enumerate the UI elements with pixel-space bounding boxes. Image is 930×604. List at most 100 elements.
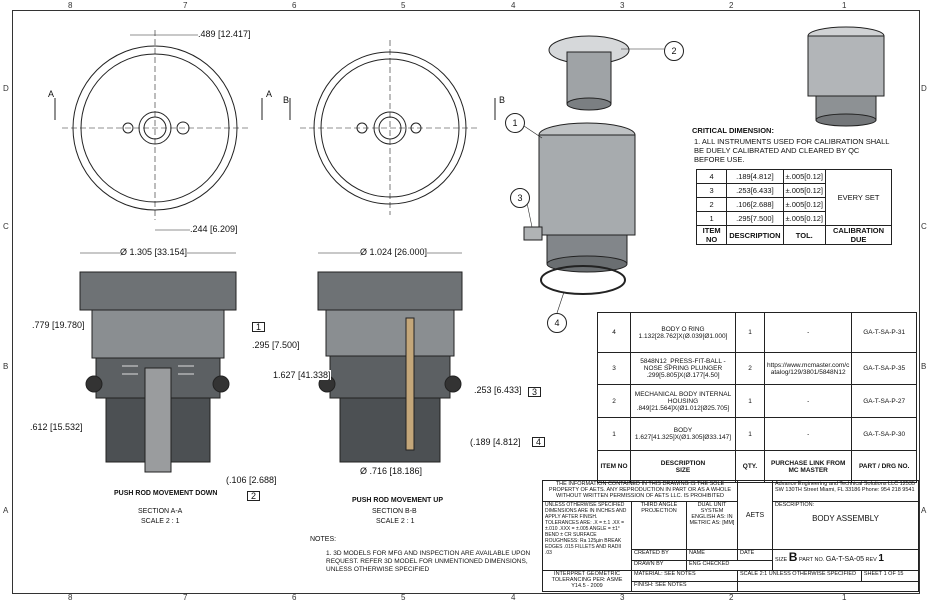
notes-title: NOTES:	[310, 536, 337, 543]
dim-dia-1024: Ø 1.024 [26.000]	[360, 247, 428, 257]
dim-dia-716: Ø .716 [18.186]	[360, 466, 423, 476]
critical-flag-4: 4	[532, 437, 546, 447]
bom-size-text: .299[5.805]X(Ø.177[4.50]	[646, 372, 720, 379]
bom-part: GA-T-SA-P-35	[851, 352, 917, 385]
calibration-table: 4 .189[4.812] ±.005[0.12] EVERY SET 3 .2…	[695, 169, 892, 245]
calib-desc: .295[7.500]	[726, 211, 784, 226]
tb-proprietary: THE INFORMATION CONTAINED IN THIS DRAWIN…	[542, 480, 738, 502]
critical-note: 1. ALL INSTRUMENTS USED FOR CALIBRATION …	[694, 137, 890, 164]
tb-date: DATE	[737, 549, 773, 561]
tb-created: CREATED BY	[631, 549, 687, 561]
tb-rev: 1	[878, 553, 884, 565]
tb-unit-label: DUAL UNIT SYSTEM	[697, 501, 727, 514]
tb-scale-note: UNLESS OTHERWISE SPECIFIED	[768, 571, 857, 578]
dim-253: .253 [6.433]	[474, 385, 522, 395]
bom-head-size-text: SIZE	[675, 466, 691, 474]
tb-row: THE INFORMATION CONTAINED IN THIS DRAWIN…	[542, 479, 919, 551]
title-block: THE INFORMATION CONTAINED IN THIS DRAWIN…	[542, 479, 920, 592]
tb-scale: SCALE 2:1 UNLESS OTHERWISE SPECIFIED	[737, 570, 862, 582]
bom-qty: 1	[735, 417, 765, 451]
zone-top-4: 4	[511, 1, 516, 10]
section-a-marker-left: A	[48, 89, 55, 99]
bom-desc: 5848N12_PRESS-FIT-BALL - NOSE SPRING PLU…	[630, 352, 736, 385]
section-a-caption: PUSH ROD MOVEMENT DOWN	[114, 490, 218, 497]
calib-desc: .253[6.433]	[726, 183, 784, 198]
tb-rev-label: REV	[865, 557, 877, 564]
tb-part: SIZE B PART NO. GA-T-SA-05 REV 1	[772, 549, 919, 572]
bom-item: 2	[597, 384, 631, 418]
bom-head-part: PART / DRG NO.	[851, 450, 917, 483]
dim-779: .779 [19.780]	[32, 320, 85, 330]
tb-blank	[737, 580, 919, 592]
tb-checked: ENG CHECKED	[686, 559, 773, 572]
dim-1627: 1.627 [41.338]	[273, 370, 331, 380]
bom-desc-text: 5848N12_PRESS-FIT-BALL - NOSE SPRING PLU…	[640, 358, 726, 372]
calib-no: 2	[695, 197, 728, 212]
balloon-2: 2	[664, 41, 684, 61]
section-b-caption: PUSH ROD MOVEMENT UP	[352, 497, 444, 504]
zone-right-b: B	[921, 362, 927, 371]
zone-top-5: 5	[401, 1, 406, 10]
zone-top-1: 1	[842, 1, 847, 10]
bom-desc-text: BODY	[673, 427, 693, 434]
tb-projection: THIRD ANGLE PROJECTION	[631, 500, 687, 551]
balloon-3: 3	[510, 188, 530, 208]
calib-tol: ±.005[0.12]	[782, 183, 827, 198]
bom-item: 3	[597, 352, 631, 385]
bom-head-link: PURCHASE LINK FROM MC MASTER	[763, 450, 853, 483]
calib-no: 4	[695, 169, 728, 184]
bom-part: GA-T-SA-P-27	[851, 384, 917, 418]
bom-link: -	[763, 384, 853, 418]
tb-sheet: SHEET 1 OF 15	[860, 570, 920, 582]
bom-desc: MECHANICAL BODY INTERNAL HOUSING.849[21.…	[630, 384, 736, 418]
bom-link: -	[763, 417, 853, 451]
drawing-frame	[12, 10, 920, 594]
bom-size-text: 1.627[41.325]X(Ø1.305[Ø33.147]	[634, 434, 732, 441]
section-b-marker-left: B	[283, 95, 290, 105]
section-a-title: SECTION A-A	[138, 508, 183, 515]
tb-row: INTERPRET GEOMETRIC TOLERANCING PER: ASM…	[542, 570, 920, 592]
dim-612: .612 [15.532]	[30, 422, 83, 432]
dim-106: (.106 [2.688]	[226, 475, 277, 485]
section-a-scale: SCALE 2 : 1	[141, 518, 180, 525]
dim-dia-1305: Ø 1.305 [33.154]	[120, 247, 188, 257]
zone-bottom-6: 6	[292, 593, 297, 602]
critical-title: CRITICAL DIMENSION:	[692, 126, 774, 135]
zone-bottom-3: 3	[620, 593, 625, 602]
zone-top-8: 8	[68, 1, 73, 10]
calib-tol: ±.005[0.12]	[782, 211, 827, 226]
critical-flag-1: 1	[252, 322, 266, 332]
bom-head-desc-text: DESCRIPTION	[660, 459, 706, 467]
zone-right-c: C	[921, 222, 927, 231]
tb-desc-value: BODY ASSEMBLY	[812, 513, 879, 523]
zone-left-d: D	[3, 84, 9, 93]
dim-189: (.189 [4.812]	[470, 437, 521, 447]
calib-header: ITEM NO DESCRIPTION TOL. CALIBRATION DUE	[695, 225, 892, 245]
calib-row: 4 .189[4.812] ±.005[0.12] EVERY SET	[695, 169, 892, 226]
dim-295: .295 [7.500]	[252, 340, 300, 350]
tb-unless: UNLESS OTHERWISE SPECIFIED DIMENSIONS AR…	[542, 500, 632, 572]
calib-head-desc: DESCRIPTION	[726, 225, 784, 245]
tb-company: Advance Engineering and Technical Soluti…	[772, 480, 919, 502]
balloon-4: 4	[547, 313, 567, 333]
tb-row: CREATED BY NAME DATE SIZE B PART NO. GA-…	[543, 549, 919, 572]
bom-item: 1	[597, 417, 631, 451]
zone-bottom-4: 4	[511, 593, 516, 602]
tb-partno-label: PART NO.	[798, 557, 825, 564]
tb-row: UNLESS OTHERWISE SPECIFIED DIMENSIONS AR…	[542, 500, 919, 572]
zone-bottom-1: 1	[842, 593, 847, 602]
zone-left-b: B	[3, 362, 9, 371]
calib-due: EVERY SET	[825, 169, 892, 226]
bom-head-item: ITEM NO	[597, 450, 631, 483]
bom-link[interactable]: https://www.mcmaster.com/c atalog/129/38…	[763, 352, 853, 385]
calib-desc: .106[2.688]	[726, 197, 784, 212]
zone-bottom-7: 7	[183, 593, 188, 602]
calib-head-tol: TOL.	[782, 225, 827, 245]
section-b-scale: SCALE 2 : 1	[376, 518, 415, 525]
section-b-marker-right: B	[499, 95, 506, 105]
